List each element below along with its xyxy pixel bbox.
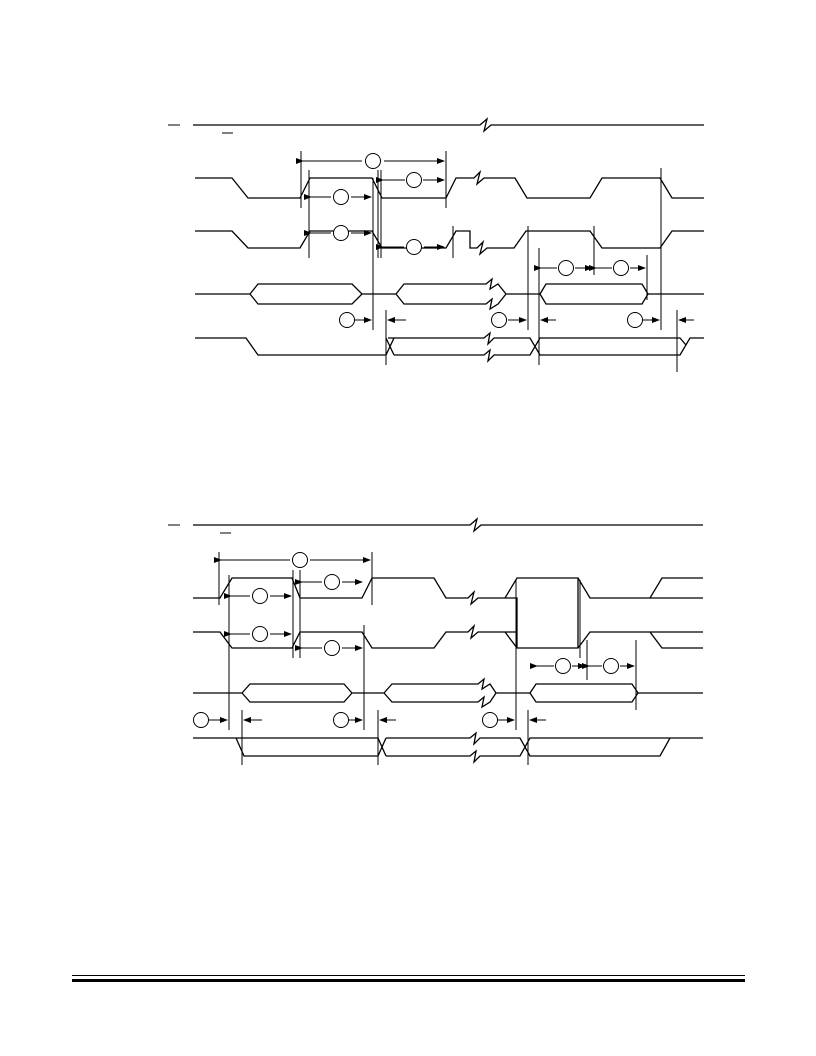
data-bus-trace-1 — [195, 277, 704, 311]
timing-diagram-1 — [0, 0, 816, 400]
callout-markers — [193, 552, 619, 728]
timing-dimension-arrows — [296, 158, 694, 323]
footer-rule-thin — [72, 975, 745, 976]
callout-circle — [292, 552, 308, 568]
timing-diagram-1-canvas — [168, 117, 704, 372]
signal-trace-1 — [195, 169, 704, 199]
signal-trace-1 — [193, 577, 703, 606]
data-bus-trace-2 — [195, 331, 704, 363]
callout-circle — [491, 312, 507, 328]
timing-reference-lines — [218, 552, 637, 765]
control-line — [193, 517, 703, 533]
timing-diagram-2 — [0, 400, 816, 800]
callout-circle — [627, 312, 643, 328]
callout-circle — [252, 588, 268, 604]
control-line — [193, 117, 704, 133]
callout-circle — [406, 239, 422, 255]
signal-trace-2 — [195, 230, 704, 256]
callout-circle — [252, 626, 268, 642]
data-bus-trace-2 — [193, 731, 703, 764]
timing-dimension-arrows — [209, 557, 635, 723]
callout-circle — [339, 312, 355, 328]
callout-markers — [333, 153, 643, 328]
callout-circle — [555, 658, 571, 674]
callout-circle — [482, 712, 498, 728]
callout-circle — [193, 712, 209, 728]
callout-circle — [558, 260, 574, 276]
data-bus-trace-1 — [193, 677, 703, 709]
footer-rule-thick — [72, 979, 745, 982]
callout-circle — [324, 574, 340, 590]
callout-circle — [603, 658, 619, 674]
callout-circle — [406, 172, 422, 188]
callout-circle — [324, 640, 340, 656]
signal-trace-2 — [193, 578, 703, 649]
callout-circle — [333, 189, 349, 205]
timing-diagram-2-canvas — [168, 517, 703, 765]
callout-circle — [333, 712, 349, 728]
callout-circle — [613, 260, 629, 276]
callout-circle — [365, 153, 381, 169]
callout-circle — [333, 225, 349, 241]
